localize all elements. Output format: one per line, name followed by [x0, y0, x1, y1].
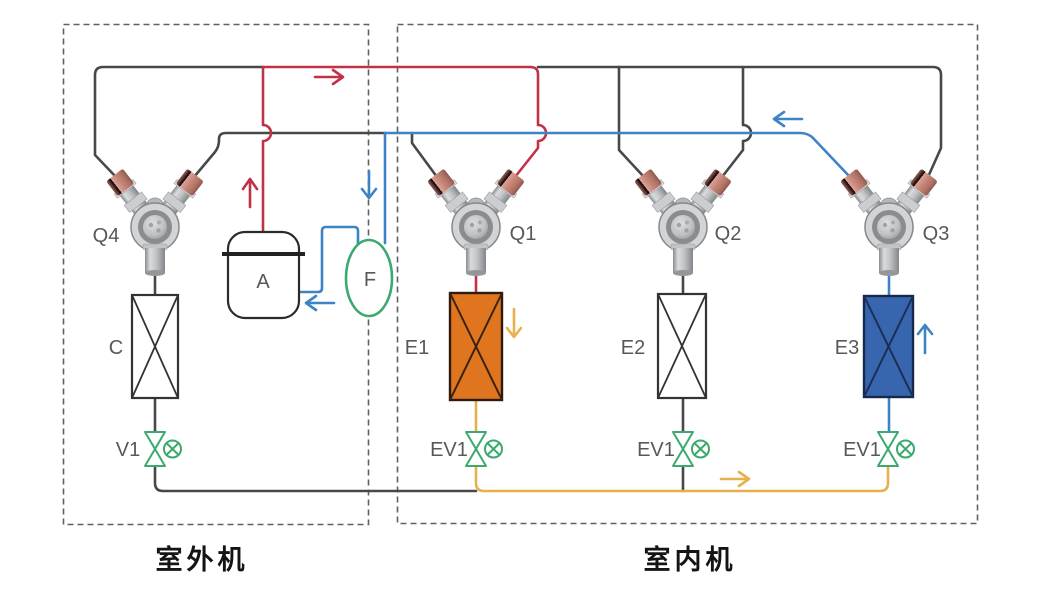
pipe-discharge-top-to-q1	[261, 65, 548, 179]
caption-indoor-unit: 室内机	[644, 544, 737, 575]
indoor-unit-boundary	[396, 23, 979, 525]
pipe-q4-right-to-midline	[192, 131, 387, 179]
pipe-q4-left-to-topline	[93, 65, 265, 179]
label-hx-e1: E1	[405, 337, 429, 359]
pipe-topline-right-to-q3	[536, 65, 943, 179]
pipe-compressor-discharge-riser	[261, 65, 273, 234]
pipe-v1-to-liquidline	[153, 464, 478, 493]
three-way-valve-q4	[104, 166, 206, 277]
label-compressor-a: A	[256, 271, 270, 293]
label-hx-c: C	[109, 337, 123, 359]
indoor-heat-exchanger-e3	[862, 294, 915, 399]
flow-arrow-left-into-compressor	[304, 294, 336, 312]
compressor	[222, 230, 305, 320]
label-q4: Q4	[93, 225, 120, 247]
indoor-heat-exchanger-e2	[656, 292, 708, 400]
pipe-suction-midline-to-q3	[383, 131, 852, 179]
pipe-topline-to-q2-left	[617, 65, 646, 179]
label-q3: Q3	[923, 223, 950, 245]
flow-arrow-down-e1	[505, 307, 523, 339]
pipe-separator-to-compressor	[296, 225, 360, 294]
flow-arrow-down-suction	[360, 169, 378, 200]
flow-arrow-right-discharge	[313, 68, 345, 86]
label-hx-e3: E3	[835, 337, 859, 359]
caption-outdoor-unit: 室外机	[156, 544, 249, 575]
pipe-midline-to-q1-left	[410, 131, 439, 179]
pipe-liquid-line	[474, 464, 890, 493]
flow-arrow-right-liquid	[719, 470, 751, 488]
label-q2: Q2	[715, 223, 742, 245]
expansion-valve-ev1-e2	[672, 431, 710, 467]
three-way-valve-q1	[425, 166, 527, 277]
pipe-topline-to-q2-right	[720, 65, 753, 179]
flow-arrow-left-suction-return	[772, 110, 804, 128]
label-valve-v1: V1	[116, 439, 140, 461]
label-ev1-e3: EV1	[843, 439, 881, 461]
label-separator-f: F	[364, 269, 376, 291]
indoor-heat-exchanger-e1	[448, 291, 504, 402]
three-way-valve-q2	[632, 166, 734, 277]
flow-arrow-up-e3	[916, 323, 934, 355]
expansion-valve-ev1-e1	[465, 431, 503, 467]
gas-liquid-separator	[344, 238, 394, 318]
three-way-valve-q3	[838, 166, 940, 277]
label-q1: Q1	[510, 223, 537, 245]
label-ev1-e2: EV1	[637, 439, 675, 461]
label-hx-e2: E2	[621, 337, 645, 359]
expansion-valve-ev1-e3	[877, 431, 915, 467]
flow-arrow-up-discharge	[241, 177, 259, 209]
outdoor-heat-exchanger	[130, 293, 180, 400]
expansion-valve-v1	[144, 431, 182, 467]
label-ev1-e1: EV1	[430, 439, 468, 461]
